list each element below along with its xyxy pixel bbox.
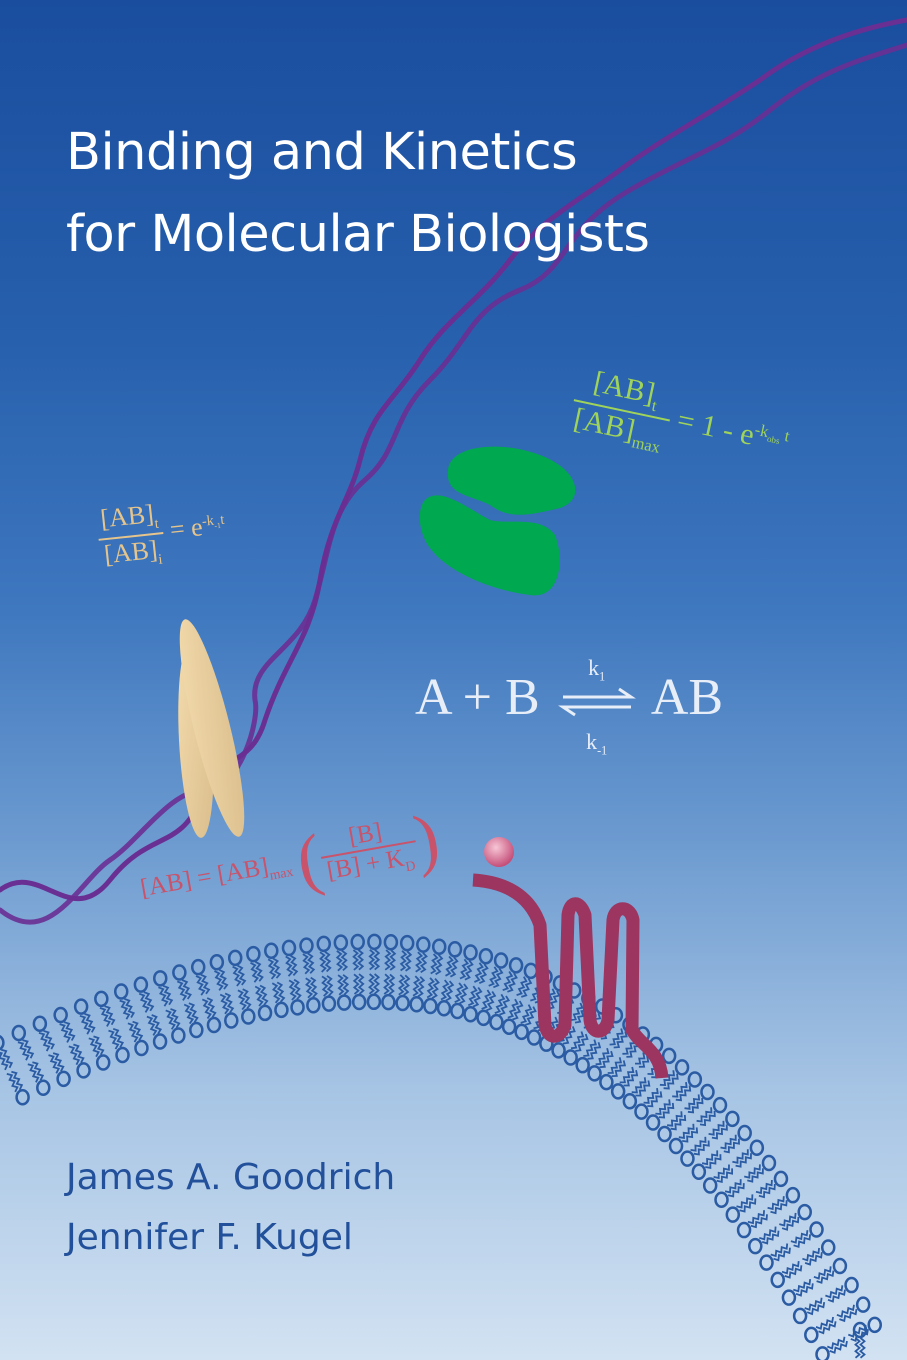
dissociation-equation: [AB]t [AB]i = e-k-1t	[95, 492, 229, 575]
reaction-equation: A + B k1 k-1 AB	[415, 655, 724, 758]
title-line-1: Binding and Kinetics	[66, 123, 578, 182]
membrane-receptor	[472, 873, 669, 1079]
author-2: Jennifer F. Kugel	[66, 1217, 353, 1258]
dna-binding-protein	[178, 619, 245, 838]
protein-dimer	[419, 446, 576, 596]
title-line-2: for Molecular Biologists	[66, 205, 650, 264]
ligand	[484, 837, 514, 867]
equilibrium-arrow-icon: k1 k-1	[557, 655, 637, 757]
author-1: James A. Goodrich	[66, 1157, 396, 1198]
book-title: Binding and Kinetics for Molecular Biolo…	[66, 112, 650, 276]
authors: James A. Goodrich Jennifer F. Kugel	[66, 1148, 395, 1268]
lipid-membrane	[0, 933, 882, 1360]
dna-helix	[0, 17, 907, 925]
